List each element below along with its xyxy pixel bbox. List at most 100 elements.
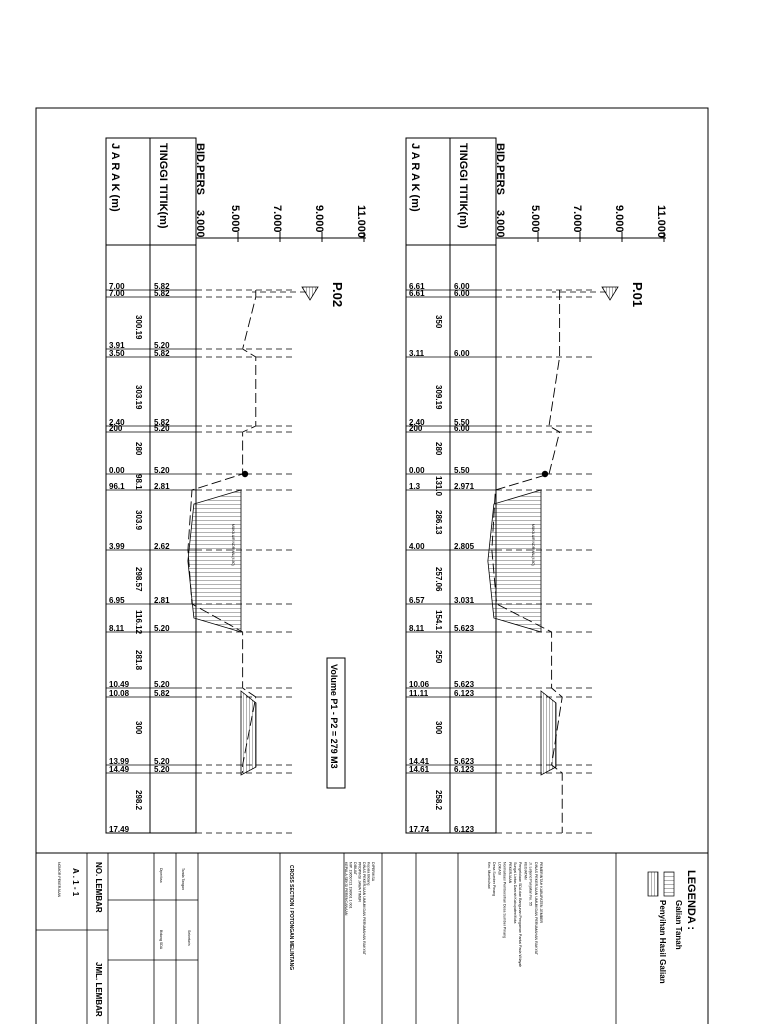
jarak-value: 10.08 [109, 689, 130, 698]
signature-label: Tanda Tangan [181, 868, 185, 890]
elevation-tick-label: 9.000 [313, 205, 325, 233]
center-point-icon [541, 470, 549, 478]
jarak-value: 2.40 [109, 418, 125, 427]
title-block-text: DIPERIKSA [371, 862, 375, 882]
jarak-value: 3.99 [109, 542, 125, 551]
bid-pers-label: BID.PERS [494, 143, 506, 195]
jarak-value: 14.49 [109, 765, 130, 774]
segment-length: 250 [434, 650, 443, 664]
title-block-text: Normalisasi Pembersihan Desa Sumber Pina… [503, 862, 507, 938]
legend-item-galian: Galian Tanah [674, 900, 683, 950]
legend-item-penyihan: Penyihan Hasil Galian [658, 900, 667, 984]
sheet-number-value: A . 1 - 1 [71, 868, 80, 897]
jarak-value: 14.41 [409, 757, 430, 766]
elevation-tick-label: 7.000 [571, 205, 583, 233]
segment-length: 131.0 [434, 476, 443, 497]
tinggi-value: 5.20 [154, 624, 170, 633]
jarak-value: 200 [409, 424, 423, 433]
legend-title: LEGENDA : [685, 870, 697, 930]
segment-length: 258.2 [434, 790, 443, 811]
segment-length: 309.19 [434, 385, 443, 410]
title-block-text: KEGIATAN [523, 862, 527, 880]
segment-length: 154.1 [434, 610, 443, 631]
tinggi-value: 5.20 [154, 757, 170, 766]
tinggi-value: 5.623 [454, 757, 475, 766]
row-label-tinggi: TINGGI TITIK(m) [157, 143, 169, 229]
jarak-value: 200 [109, 424, 123, 433]
jarak-value: 8.11 [109, 624, 125, 633]
title-block-text: Kepala Bidang [367, 862, 371, 885]
cross-section-p01: J A R A K (m) TINGGI TITIK(m) BID.PERS 3… [405, 137, 667, 834]
title-block: NO. LEMBAR A . 1 - 1 JML. LEMBAR NOMOR P… [36, 853, 617, 1024]
elevation-tick-label: 5.000 [229, 205, 241, 233]
drawing-title: CROSS SECTION / POTONGAN MELINTANG [288, 865, 294, 970]
datum-label: 3.000 [194, 210, 206, 238]
ground-profile-line [187, 290, 257, 773]
sheet-border [35, 107, 709, 1024]
tinggi-value: 5.20 [154, 466, 170, 475]
jarak-value: 17.74 [409, 825, 430, 834]
segment-length: 98.1 [134, 474, 143, 490]
jarak-value: 10.49 [109, 680, 130, 689]
jarak-value: 11.11 [409, 689, 429, 698]
tinggi-value: 6.00 [454, 424, 470, 433]
tinggi-value: 5.82 [154, 349, 170, 358]
excavation-area [187, 489, 242, 633]
jarak-value: 0.00 [409, 466, 425, 475]
title-block-text: DINAS PEKERJAAN UMUM DAN PERUMAHAN RAKYA… [362, 862, 366, 956]
tinggi-value: 2.81 [154, 482, 170, 491]
title-block-text: Desa Sumber Pinang [492, 862, 496, 896]
tinggi-value: 6.00 [454, 282, 470, 291]
segment-length: 350 [434, 315, 443, 329]
legend: LEGENDA : Galian Tanah Penyihan Hasil Ga… [647, 870, 697, 984]
volume-annotation: Volume P1 - P2 = 279 M3 [326, 657, 346, 789]
segment-length: 298.57 [134, 567, 143, 592]
volume-label: Volume P1 - P2 = 279 M3 [329, 664, 339, 769]
tinggi-value: 5.20 [154, 424, 170, 433]
bid-pers-label: BID.PERS [194, 143, 206, 195]
center-point-icon [241, 470, 249, 478]
jarak-value: 6.61 [409, 289, 425, 298]
legend-swatch-galian [663, 871, 675, 897]
jarak-value: 4.00 [409, 542, 425, 551]
tinggi-value: 2.62 [154, 542, 170, 551]
signature-value: Sekretaris [187, 930, 191, 946]
jarak-value: 8.11 [409, 624, 425, 633]
tinggi-value: 6.123 [454, 825, 475, 834]
row-label-jarak: J A R A K (m) [109, 143, 121, 212]
jarak-value: 3.11 [409, 349, 425, 358]
datum-label: 3.000 [494, 210, 506, 238]
title-block-text: LOKASI [497, 862, 501, 875]
tinggi-value: 6.00 [454, 349, 470, 358]
elevation-tick-label: 7.000 [271, 205, 283, 233]
tinggi-value: 5.623 [454, 624, 475, 633]
spoil-pile [240, 690, 257, 776]
title-block-text: DIBUAT [353, 862, 357, 876]
tinggi-value: 6.00 [454, 289, 470, 298]
tinggi-value: 5.82 [154, 418, 170, 427]
title-block-text: DINAS PEKERJAAN UMUM DAN PERUMAHAN RAKYA… [534, 862, 538, 956]
elevation-tick-label: 5.000 [529, 205, 541, 233]
section-label-p01: P.01 [630, 282, 645, 307]
elevation-tick-label: 11.000 [355, 205, 367, 238]
title-block-text: NIP. 19650721 198901 1 001 [349, 862, 353, 909]
water-level-label: MUKA AIR NORMAL(4.80) [531, 524, 535, 566]
tinggi-value: 2.805 [454, 542, 475, 551]
elevation-tick-label: 9.000 [613, 205, 625, 233]
title-block-text: KEPALA SEKSI PERENCANAAN [344, 862, 348, 916]
jarak-value: 6.61 [409, 282, 425, 291]
segment-length: 286.13 [434, 510, 443, 535]
jarak-value: 7.00 [109, 289, 125, 298]
sheet-number-label: NO. LEMBAR [94, 862, 103, 913]
title-block-text: Sungai Lintas Daerah Kabupaten/Kota [513, 862, 517, 923]
tinggi-value: 3.031 [454, 596, 475, 605]
station-marker-icon [301, 286, 319, 301]
title-block-text: PEKERJAAN [508, 862, 512, 884]
elevation-tick-label: 11.000 [655, 205, 667, 238]
segment-length: 303.9 [134, 510, 143, 531]
tinggi-value: 5.82 [154, 282, 170, 291]
tinggi-value: 5.50 [454, 418, 470, 427]
checked-label: Diperiksa [159, 868, 163, 883]
segment-length: 257.06 [434, 567, 443, 592]
jarak-value: 96.1 [109, 482, 125, 491]
